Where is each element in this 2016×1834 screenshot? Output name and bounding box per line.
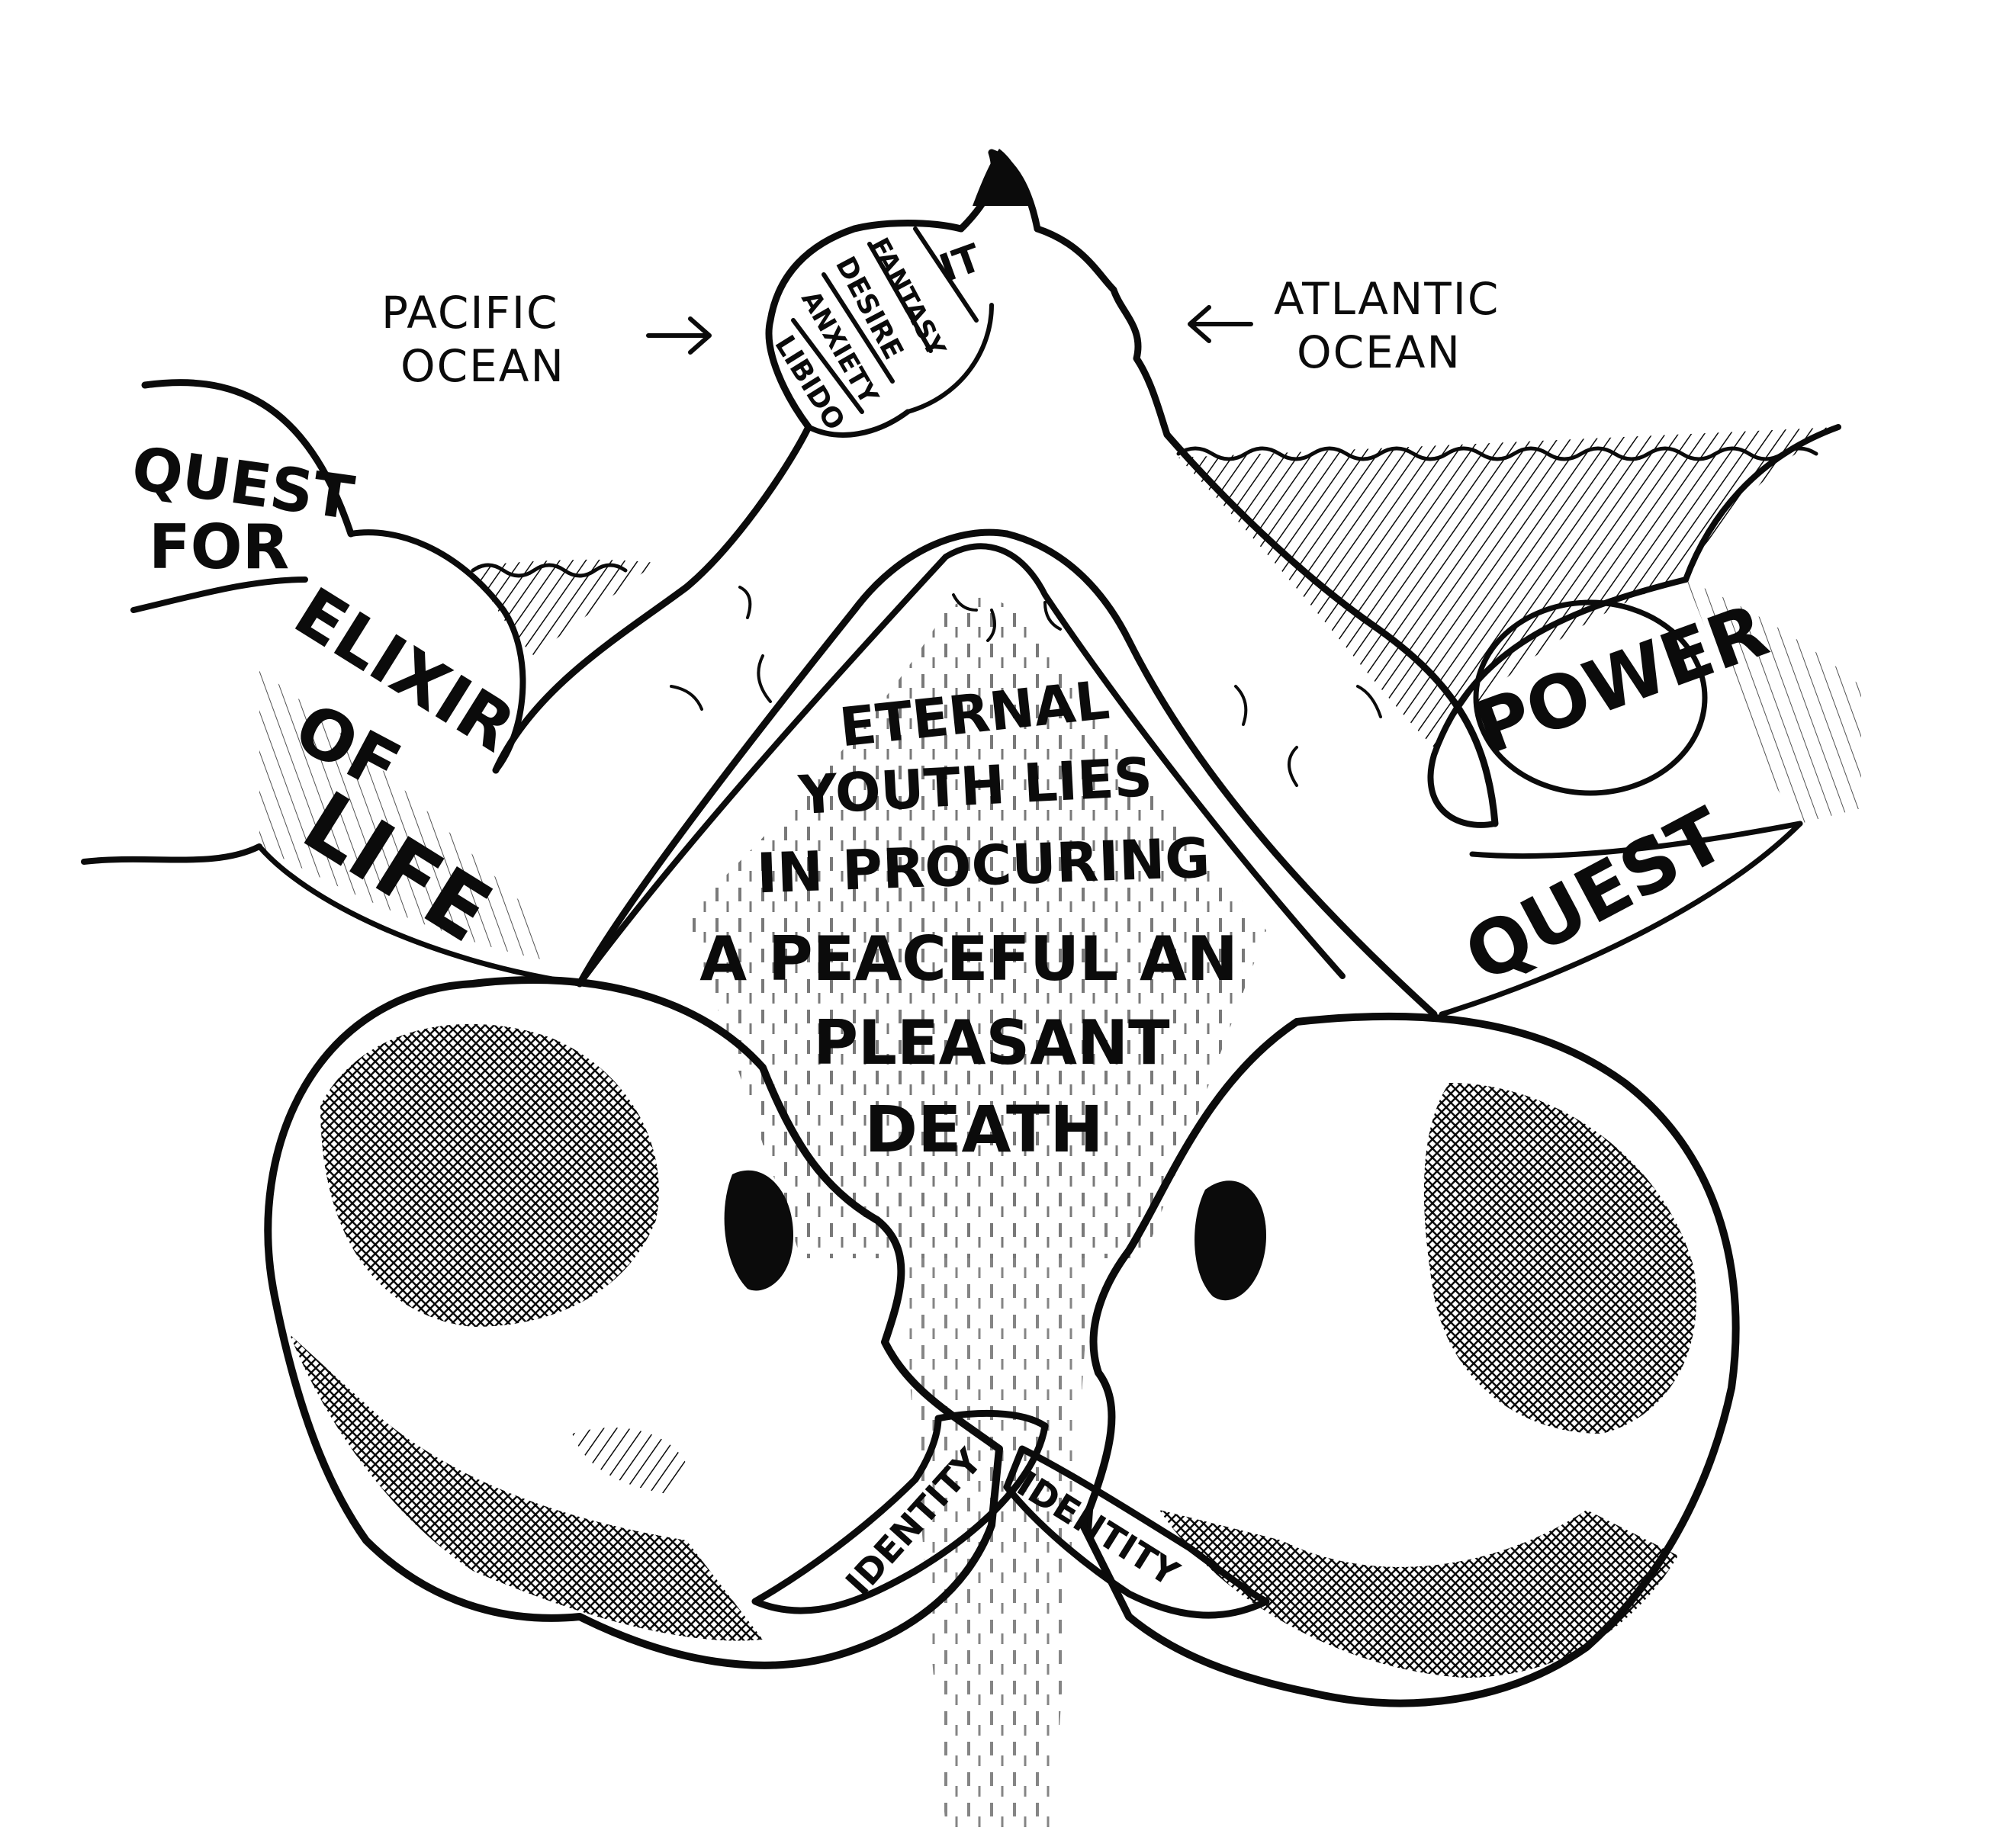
center-text-line-5: PLEASANT — [813, 1007, 1170, 1078]
tongues — [751, 1409, 1270, 1619]
center-text-line-6: DEATH — [864, 1092, 1103, 1167]
label-atlantic-line-1: ATLANTIC — [1274, 273, 1500, 325]
finger-label-it: IT — [934, 236, 986, 291]
right-skull — [1079, 1012, 1740, 1707]
label-atlantic-line-2: OCEAN — [1297, 326, 1461, 378]
central-mountain — [577, 543, 1346, 1830]
clasped-hand — [765, 149, 1171, 438]
left-skull — [264, 976, 1003, 1669]
label-quest-for-line-2: FOR — [149, 512, 289, 583]
center-text-line-3: IN PROCURING — [756, 826, 1211, 906]
atlantic-arrow-icon — [1188, 305, 1253, 343]
ocean-arrows — [646, 305, 1253, 355]
ocean-water — [471, 427, 1838, 747]
pacific-arrow-icon — [646, 316, 712, 355]
right-landmass — [1427, 424, 1861, 1017]
label-pacific-line-2: OCEAN — [400, 340, 565, 392]
left-landmass — [81, 379, 583, 987]
center-text-line-4: A PEACEFUL AN — [699, 923, 1238, 994]
label-pacific-line-1: PACIFIC — [381, 287, 559, 339]
